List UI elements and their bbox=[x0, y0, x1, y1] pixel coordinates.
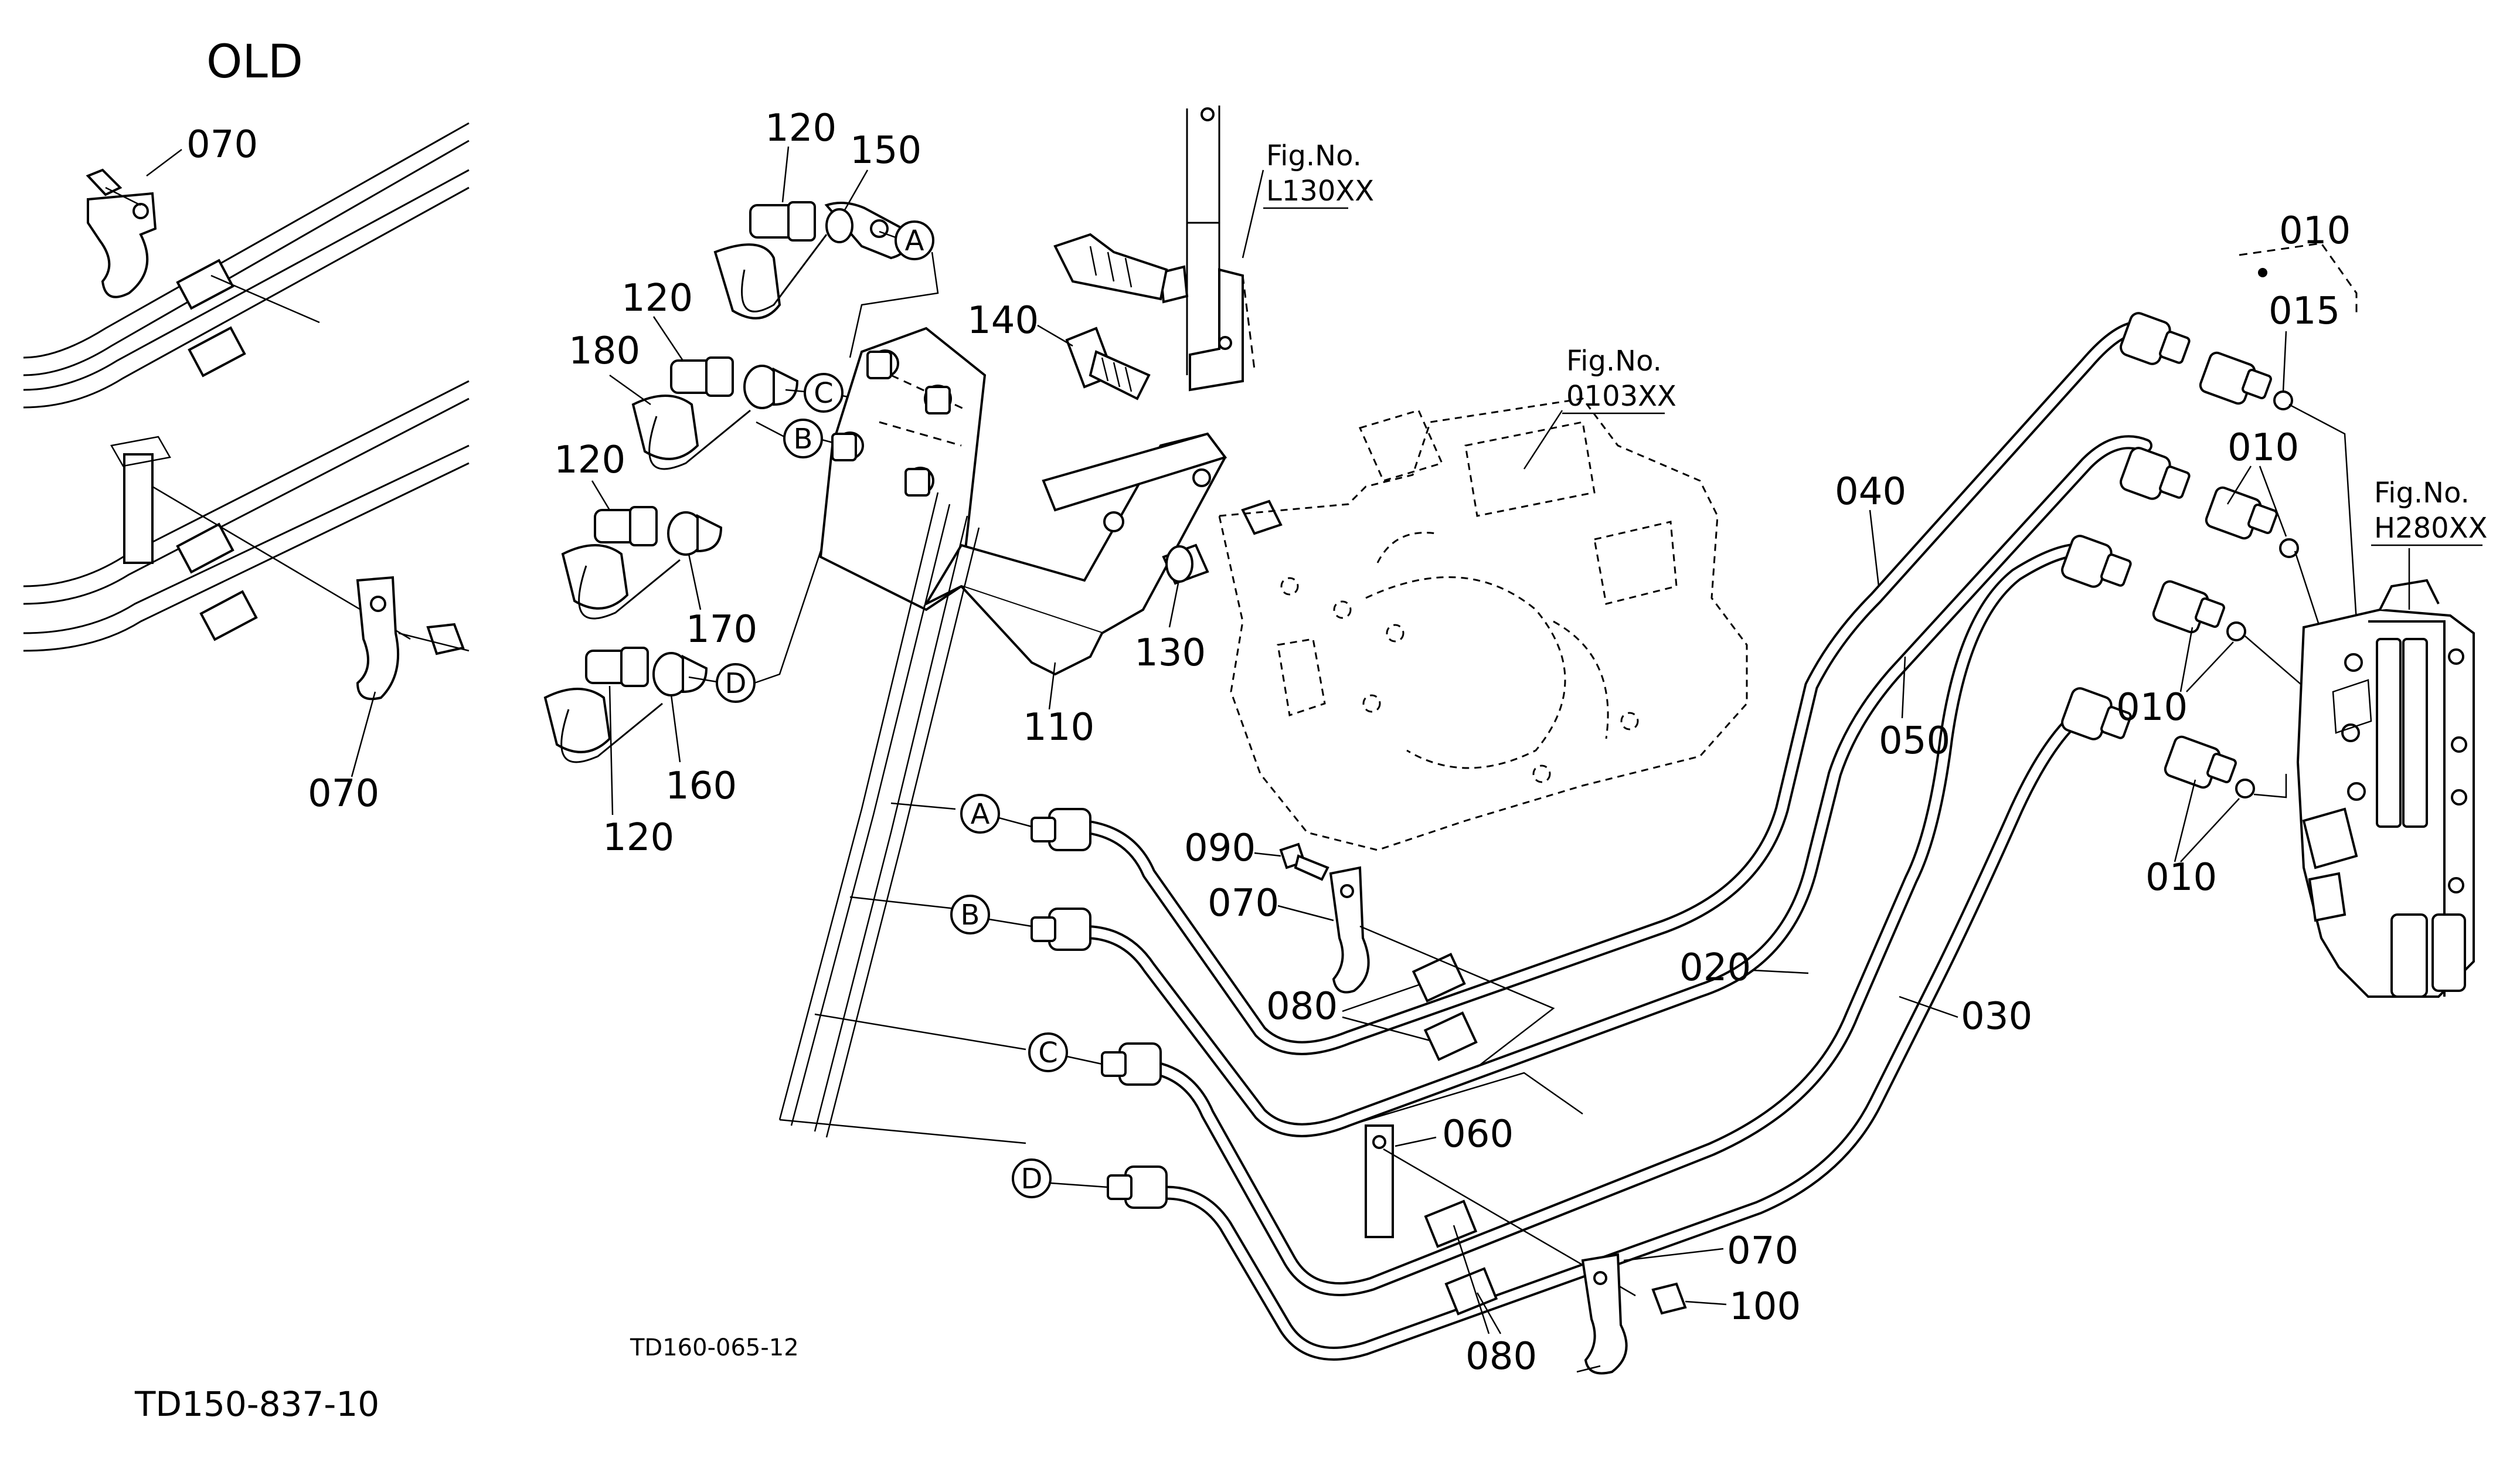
label-180: 180 bbox=[569, 329, 640, 373]
svg-text:B: B bbox=[794, 423, 813, 456]
old-nut-icon bbox=[426, 623, 465, 655]
drawing-code-bottom: TD150-837-10 bbox=[134, 1384, 379, 1424]
callout-b-upper: B bbox=[783, 419, 823, 458]
old-label-070-top: 070 bbox=[186, 123, 258, 166]
fig-ref-l130-line2: L130XX bbox=[1266, 175, 1374, 208]
callout-c-lower: C bbox=[1028, 1032, 1068, 1072]
label-040: 040 bbox=[1835, 470, 1906, 514]
old-sleeve-2 bbox=[188, 326, 246, 378]
label-120-a: 120 bbox=[765, 107, 836, 150]
tube-end-040 bbox=[2120, 312, 2191, 365]
label-010-d: 010 bbox=[2145, 856, 2217, 899]
tube-nut-d bbox=[1107, 1165, 1168, 1209]
callout-b-lower: B bbox=[950, 895, 990, 935]
drawing-code-main: TD160-065-12 bbox=[630, 1334, 799, 1361]
bolt-140 bbox=[1065, 327, 1151, 400]
sleeve-080-lower bbox=[1424, 1199, 1498, 1316]
label-010-b: 010 bbox=[2227, 426, 2299, 470]
nut-100 bbox=[1651, 1282, 1687, 1315]
old-sleeve-1 bbox=[176, 259, 234, 310]
clamp-070-mid bbox=[1329, 866, 1370, 994]
adapter-010-4 bbox=[2164, 735, 2255, 798]
tube-050 bbox=[1077, 435, 2152, 1137]
svg-text:A: A bbox=[905, 225, 924, 257]
label-010-c: 010 bbox=[2116, 686, 2188, 729]
adapter-010-2 bbox=[2205, 486, 2299, 558]
svg-text:D: D bbox=[1021, 1163, 1043, 1195]
svg-text:A: A bbox=[971, 798, 990, 831]
tube-040 bbox=[1077, 320, 2152, 1055]
old-bolt-icon bbox=[86, 168, 123, 196]
old-sleeve-4 bbox=[199, 590, 258, 641]
tube-end-030 bbox=[2061, 687, 2132, 740]
old-clamp-top bbox=[86, 168, 157, 298]
bracket-l130 bbox=[1053, 106, 1256, 392]
old-title: OLD bbox=[206, 36, 303, 89]
plate-060 bbox=[1348, 1072, 1583, 1238]
label-120-d: 120 bbox=[603, 816, 674, 859]
spacer-130 bbox=[1162, 499, 1283, 585]
label-140: 140 bbox=[967, 299, 1039, 342]
label-070-low: 070 bbox=[1727, 1229, 1798, 1273]
svg-text:C: C bbox=[814, 377, 834, 410]
label-090: 090 bbox=[1184, 827, 1256, 870]
label-020: 020 bbox=[1679, 946, 1751, 990]
tube-end-050 bbox=[2120, 447, 2191, 500]
transmission-housing bbox=[1218, 397, 1748, 851]
svg-text:B: B bbox=[961, 899, 980, 932]
kit-dot bbox=[2258, 268, 2267, 277]
label-110: 110 bbox=[1023, 706, 1094, 749]
tube-030 bbox=[1154, 702, 2094, 1361]
label-080-mid: 080 bbox=[1266, 985, 1338, 1028]
label-120-c: 120 bbox=[554, 439, 625, 482]
label-050: 050 bbox=[1879, 719, 1950, 763]
fig-ref-h280-line1: Fig.No. bbox=[2374, 477, 2470, 509]
fitting-120-170 bbox=[561, 506, 723, 620]
label-015: 015 bbox=[2269, 290, 2340, 333]
old-label-070-bottom: 070 bbox=[308, 772, 379, 815]
callout-d-upper: D bbox=[716, 663, 756, 703]
adapter-010-3 bbox=[2152, 580, 2246, 641]
label-170: 170 bbox=[686, 608, 757, 651]
fig-ref-0103-line1: Fig.No. bbox=[1566, 345, 1662, 378]
label-100: 100 bbox=[1729, 1285, 1801, 1328]
fitting-120-180 bbox=[631, 356, 799, 470]
callout-a-lower: A bbox=[960, 794, 1000, 834]
label-160: 160 bbox=[665, 764, 737, 808]
label-120-b: 120 bbox=[621, 277, 693, 320]
svg-text:D: D bbox=[725, 667, 747, 700]
old-sleeve-3 bbox=[176, 522, 234, 574]
label-010-top: 010 bbox=[2279, 209, 2351, 253]
label-130: 130 bbox=[1134, 631, 1206, 675]
label-030: 030 bbox=[1961, 995, 2032, 1038]
callout-c-upper: C bbox=[804, 373, 844, 413]
control-valve-h280 bbox=[2296, 579, 2475, 998]
tube-nut-b bbox=[1031, 908, 1091, 951]
fig-ref-h280-line2: H280XX bbox=[2374, 512, 2487, 545]
fitting-120-160 bbox=[543, 647, 708, 763]
bolt-090 bbox=[1279, 842, 1329, 881]
tube-end-020 bbox=[2061, 535, 2132, 588]
tube-nut-a bbox=[1031, 808, 1091, 851]
old-plate bbox=[123, 453, 154, 564]
fig-ref-l130-line1: Fig.No. bbox=[1266, 140, 1362, 172]
fig-ref-0103-line2: 0103XX bbox=[1566, 380, 1676, 413]
label-070-mid: 070 bbox=[1208, 882, 1279, 925]
tube-nut-c bbox=[1101, 1042, 1162, 1086]
label-060: 060 bbox=[1442, 1113, 1514, 1156]
adapter-010-1 bbox=[2199, 351, 2293, 410]
label-150: 150 bbox=[850, 129, 921, 172]
old-pipe-group bbox=[23, 122, 470, 652]
callout-d-lower: D bbox=[1012, 1158, 1052, 1198]
bracket-110 bbox=[923, 432, 1227, 676]
callout-a-upper: A bbox=[895, 220, 934, 260]
label-080-low: 080 bbox=[1465, 1335, 1537, 1378]
tube-020 bbox=[1142, 543, 2094, 1296]
fitting-120-150 bbox=[713, 201, 908, 320]
old-clamp-bottom bbox=[356, 576, 470, 701]
svg-text:C: C bbox=[1038, 1037, 1058, 1069]
manifold-block bbox=[819, 327, 987, 611]
clamp-070-low bbox=[1576, 1253, 1628, 1375]
